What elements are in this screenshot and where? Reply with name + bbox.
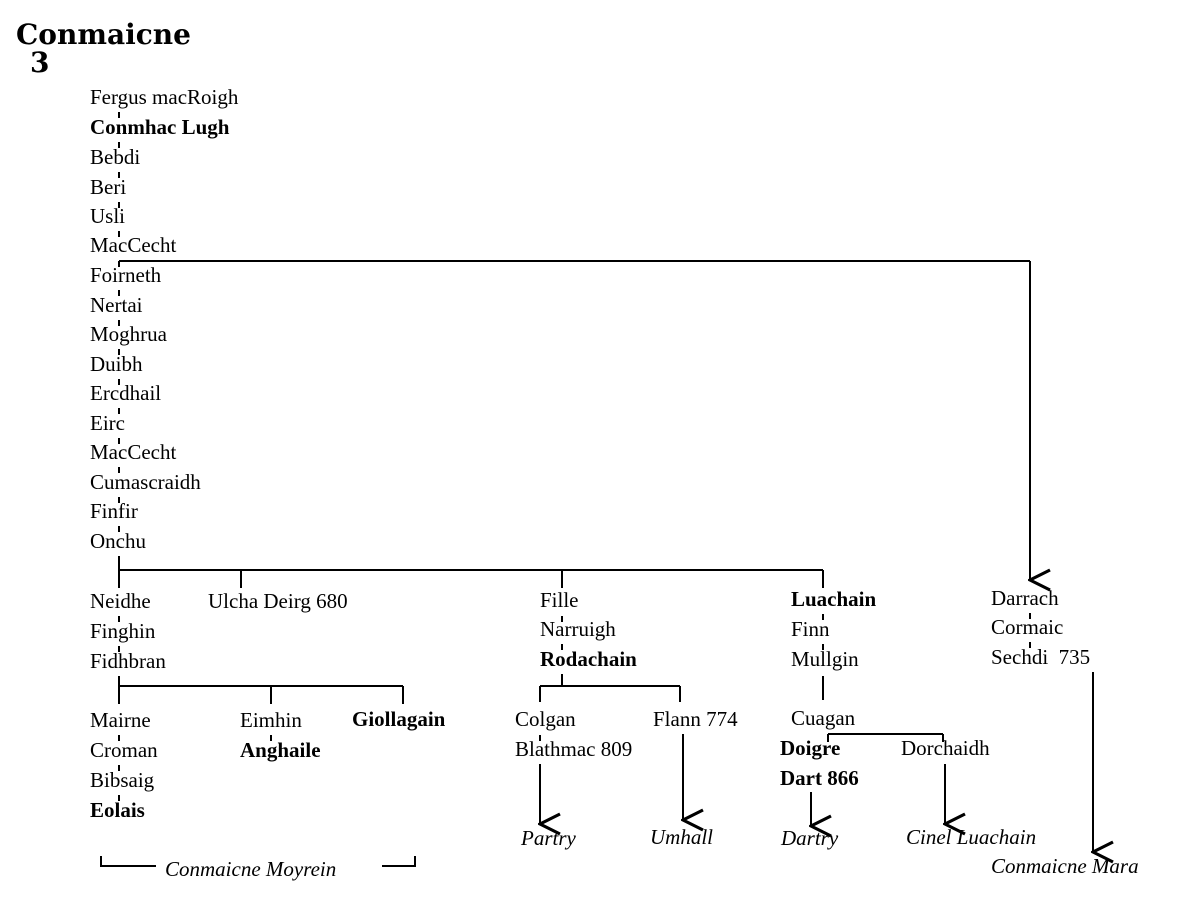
person-foirneth: Foirneth <box>90 263 162 287</box>
person-ercdhail: Ercdhail <box>90 381 162 405</box>
person-eimhin: Eimhin <box>240 708 302 732</box>
person-darrach: Darrach <box>991 586 1059 610</box>
person-finfir: Finfir <box>90 499 138 523</box>
person-ulcha-deirg: Ulcha Deirg 680 <box>208 589 348 613</box>
territory-partry: Partry <box>521 826 576 850</box>
person-fidhbran: Fidhbran <box>90 649 166 673</box>
person-mullgin: Mullgin <box>791 647 859 671</box>
person-narruigh: Narruigh <box>540 617 616 641</box>
person-eolais: Eolais <box>90 798 145 822</box>
territory-dartry: Dartry <box>781 826 839 850</box>
person-bebdi: Bebdi <box>90 145 141 169</box>
person-fille: Fille <box>540 588 579 612</box>
person-nertai: Nertai <box>90 293 143 317</box>
person-conmhac-lugh: Conmhac Lugh <box>90 115 230 139</box>
person-moghrua: Moghrua <box>90 322 167 346</box>
person-mairne: Mairne <box>90 708 151 732</box>
territory-cinel-luachain: Cinel Luachain <box>906 825 1037 849</box>
territory-conmaicne-moyrein: Conmaicne Moyrein <box>165 857 337 881</box>
person-croman: Croman <box>90 738 158 762</box>
territory-conmaicne-mara: Conmaicne Mara <box>991 854 1139 878</box>
person-onchu: Onchu <box>90 529 146 553</box>
person-rodachain: Rodachain <box>540 647 637 671</box>
person-eirc: Eirc <box>90 411 125 435</box>
person-flann: Flann 774 <box>653 707 738 731</box>
person-bibsaig: Bibsaig <box>90 768 155 792</box>
person-cuagan: Cuagan <box>791 706 856 730</box>
person-maccecht-2: MacCecht <box>90 440 177 464</box>
page-number: 3 <box>30 46 50 79</box>
person-colgan: Colgan <box>515 707 576 731</box>
person-finghin: Finghin <box>90 619 156 643</box>
person-usli: Usli <box>90 204 126 228</box>
person-blathmac: Blathmac 809 <box>515 737 633 761</box>
person-maccecht-1: MacCecht <box>90 233 177 257</box>
person-luachain: Luachain <box>791 587 877 611</box>
person-dorchaidh: Dorchaidh <box>901 736 990 760</box>
person-sechdi: Sechdi 735 <box>991 645 1091 669</box>
person-doigre: Doigre <box>780 736 841 760</box>
person-fergus-macroigh: Fergus macRoigh <box>90 85 239 109</box>
person-finn: Finn <box>791 617 830 641</box>
person-beri: Beri <box>90 175 127 199</box>
person-cormaic: Cormaic <box>991 615 1064 639</box>
person-dart: Dart 866 <box>780 766 859 790</box>
person-duibh: Duibh <box>90 352 143 376</box>
territory-umhall: Umhall <box>650 825 713 849</box>
person-cumascraidh: Cumascraidh <box>90 470 201 494</box>
person-neidhe: Neidhe <box>90 589 151 613</box>
person-giollagain: Giollagain <box>352 707 446 731</box>
person-anghaile: Anghaile <box>240 738 321 762</box>
page-title: Conmaicne <box>16 18 191 51</box>
